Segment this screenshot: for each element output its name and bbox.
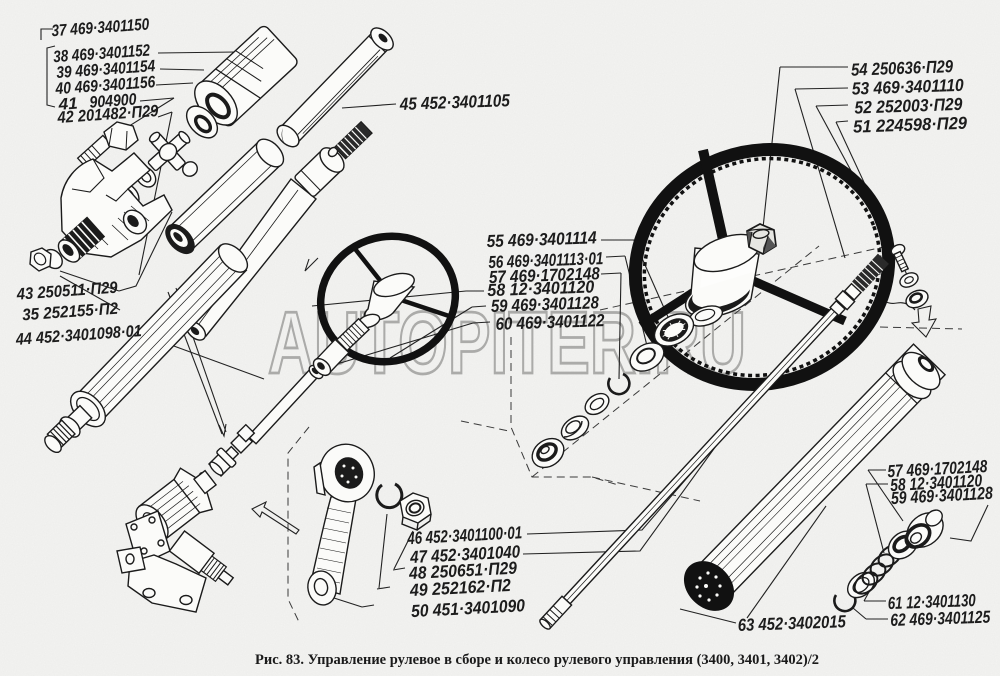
svg-text:41: 41	[57, 95, 78, 114]
svg-text:51 224598·П29: 51 224598·П29	[853, 113, 968, 137]
svg-text:60 469·3401122: 60 469·3401122	[495, 310, 605, 334]
svg-text:Рис. 83. Управление рулевое: Рис. 83. Управление рулевое в сборе и ко…	[255, 652, 819, 668]
svg-text:58 12·3401120: 58 12·3401120	[487, 276, 595, 300]
svg-text:62 469·3401125: 62 469·3401125	[890, 607, 991, 630]
svg-text:55 469·3401114: 55 469·3401114	[486, 227, 597, 251]
svg-text:56 469·3401113·01: 56 469·3401113·01	[488, 248, 604, 272]
svg-text:52 252003·П29: 52 252003·П29	[854, 94, 963, 118]
svg-text:58 12·3401120: 58 12·3401120	[890, 470, 983, 495]
svg-text:61 12·3401130: 61 12·3401130	[887, 590, 976, 613]
svg-text:53 469·3401110: 53 469·3401110	[851, 75, 964, 99]
svg-text:59 469·3401128: 59 469·3401128	[491, 292, 600, 316]
svg-text:54 250636·П29: 54 250636·П29	[851, 56, 954, 80]
svg-text:45 452·3401105: 45 452·3401105	[399, 90, 511, 114]
svg-text:904900: 904900	[89, 90, 138, 111]
svg-text:63 452·3402015: 63 452·3402015	[737, 611, 846, 635]
svg-text:57 469·1702148: 57 469·1702148	[489, 263, 601, 287]
